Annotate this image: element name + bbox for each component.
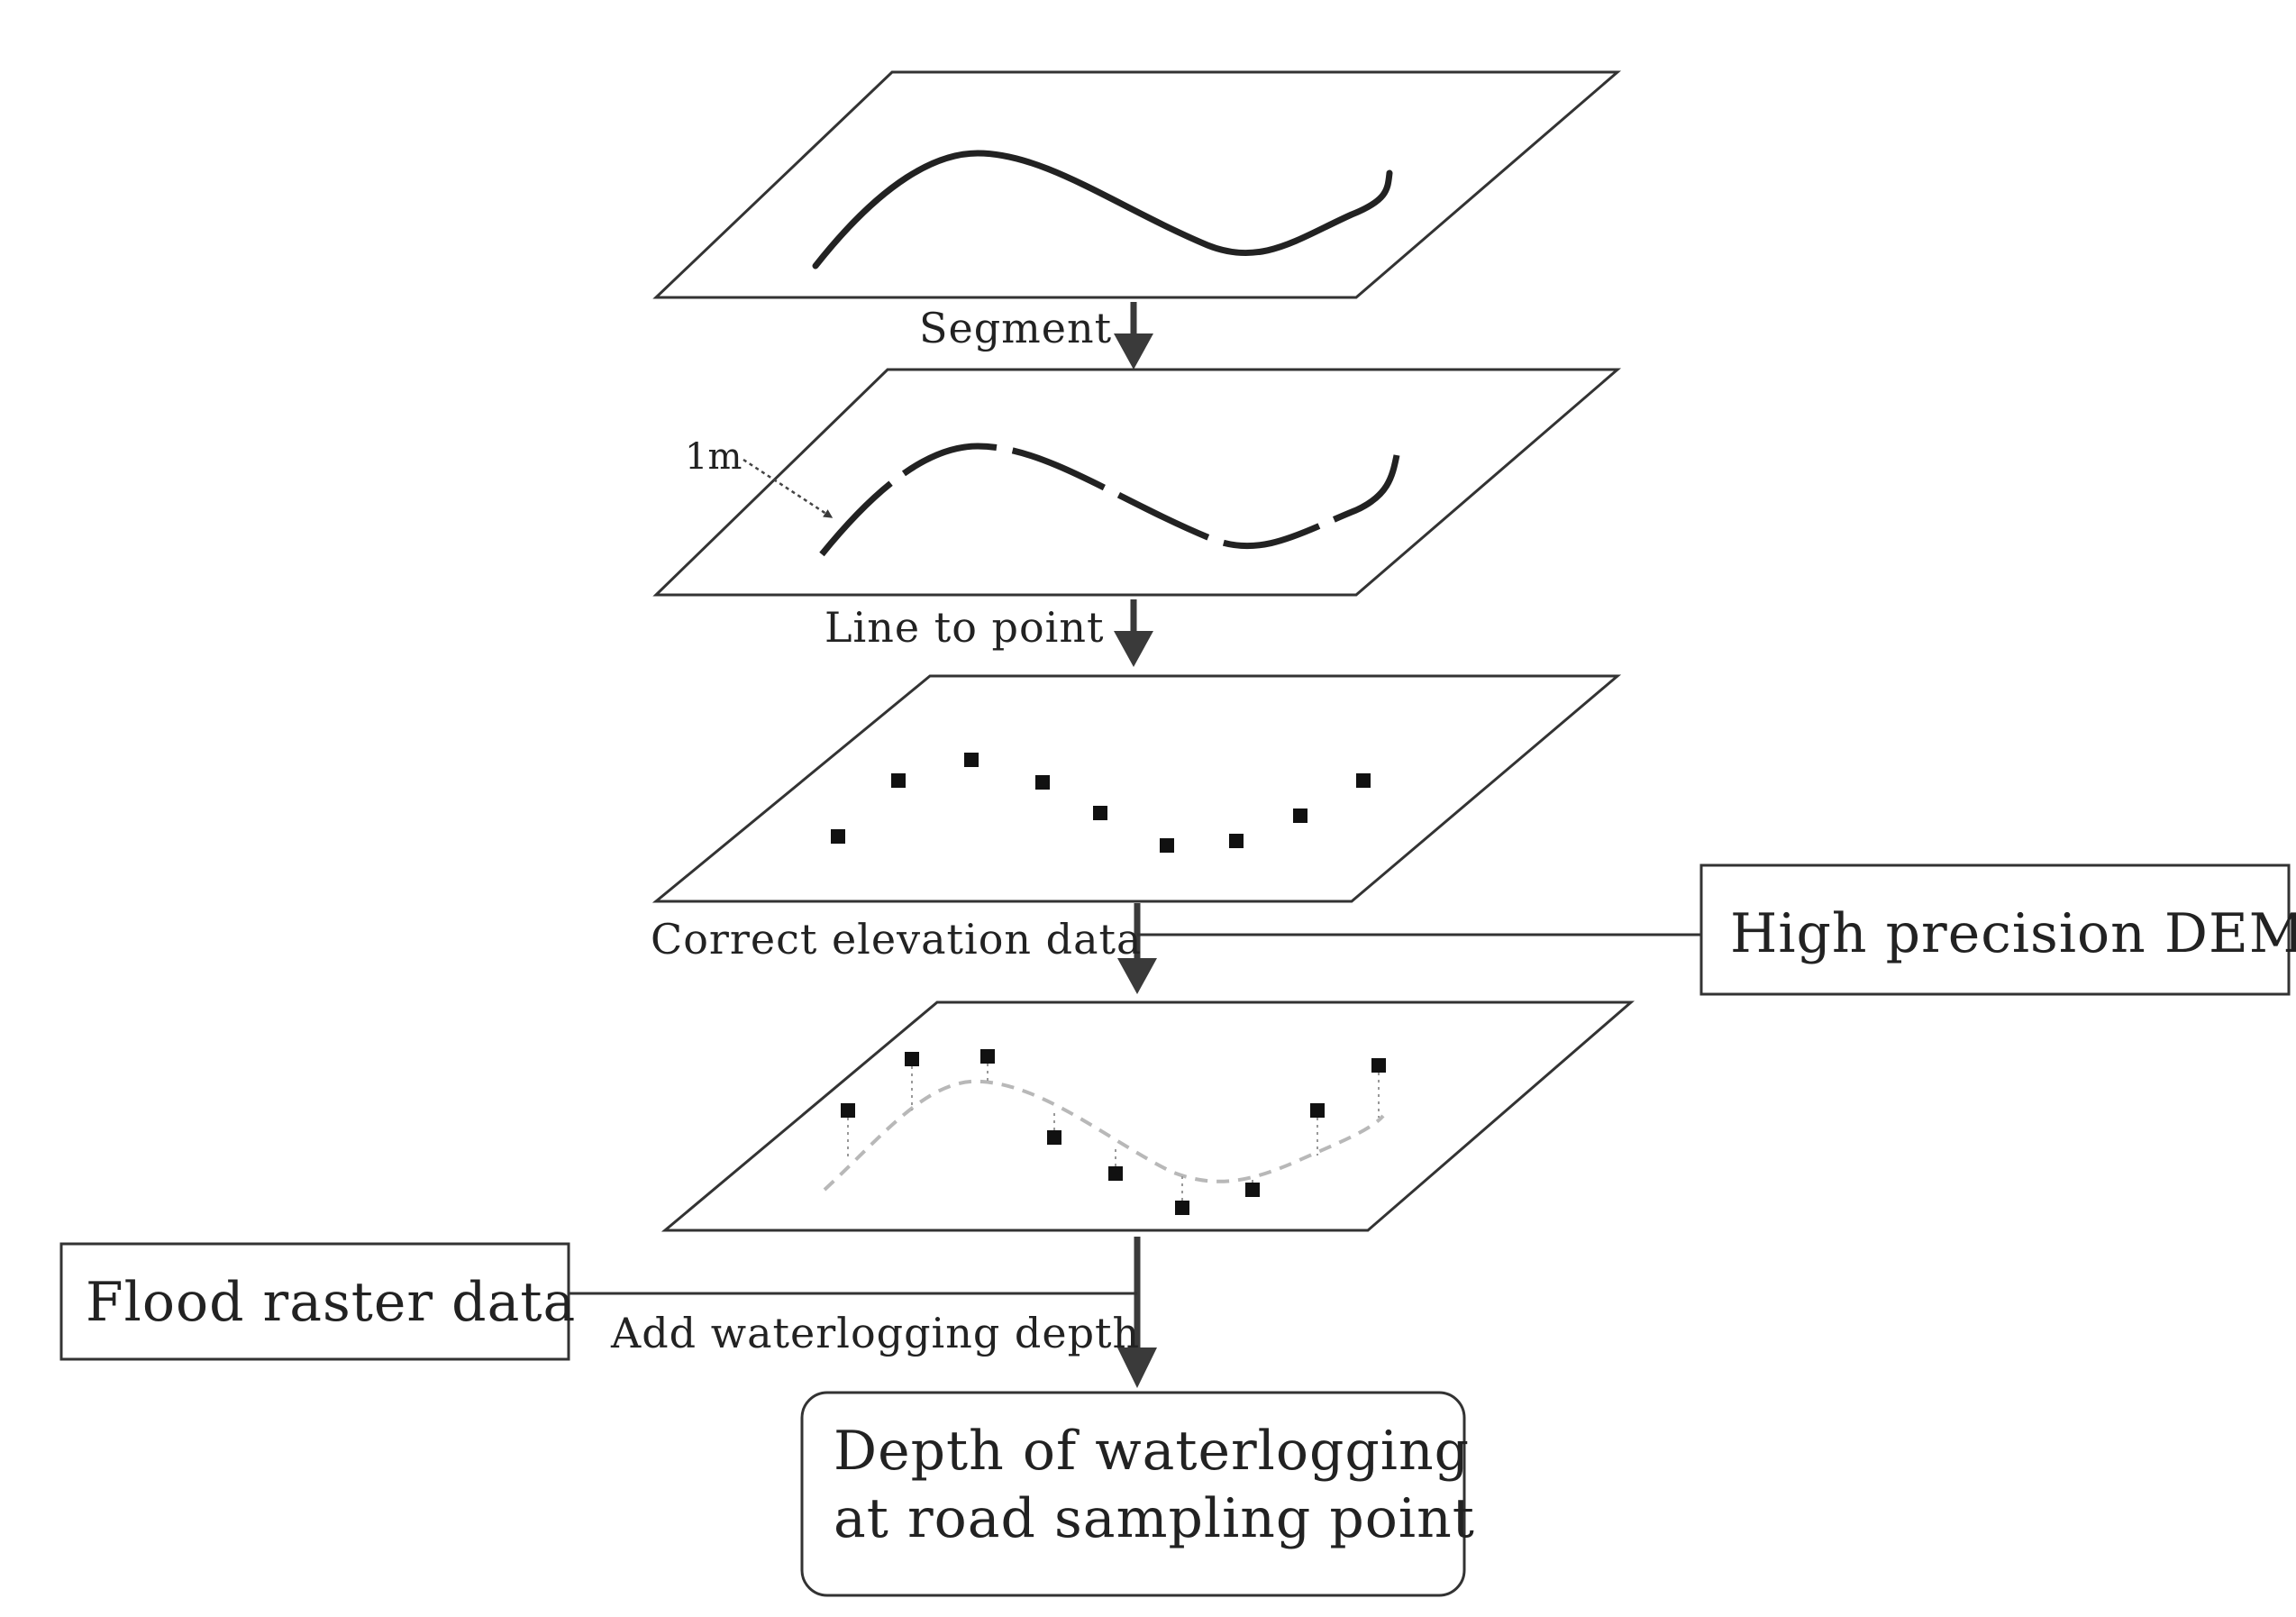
corrected-point: [1175, 1201, 1189, 1215]
flood-box-label: Flood raster data: [86, 1271, 576, 1334]
arrow-correct-elevation: [1117, 903, 1701, 994]
step-label-correct-elevation: Correct elevation data: [651, 915, 1142, 964]
sampling-point: [1035, 775, 1050, 790]
layer-road-line: [652, 70, 1622, 299]
sampling-point: [964, 753, 979, 767]
arrow-segment: [1114, 302, 1153, 370]
corrected-point: [1108, 1166, 1123, 1181]
output-box: Depth of waterlogging at road sampling p…: [800, 1391, 1475, 1597]
corrected-point: [1371, 1058, 1386, 1073]
segmented-road-line: [819, 443, 1400, 557]
step-label-line-to-point: Line to point: [825, 603, 1105, 652]
step-label-segment: Segment: [919, 304, 1112, 352]
sampling-point: [1293, 808, 1307, 823]
layer-sampling-points: [651, 674, 1622, 903]
segment-length-label: 1m: [685, 436, 742, 478]
segment-length-pointer: [743, 458, 834, 518]
output-line-2: at road sampling point: [834, 1487, 1475, 1550]
dem-box: High precision DEM: [1699, 863, 2296, 996]
output-line-1: Depth of waterlogging: [834, 1420, 1470, 1483]
plane-2: [652, 368, 1622, 597]
sampling-point: [831, 829, 845, 844]
road-line: [812, 150, 1393, 270]
step-label-add-depth: Add waterlogging depth: [610, 1309, 1140, 1357]
corrected-points: [841, 1049, 1386, 1215]
plane-3: [651, 674, 1622, 903]
sampling-point: [891, 773, 906, 788]
flood-box: Flood raster data: [59, 1242, 576, 1361]
sampling-point: [1093, 806, 1107, 820]
corrected-point: [1047, 1130, 1061, 1145]
corrected-point: [841, 1103, 855, 1118]
plane-4: [661, 1000, 1635, 1232]
reference-road-curve: [823, 1079, 1385, 1192]
corrected-point: [980, 1049, 995, 1064]
sampling-point: [1229, 834, 1244, 848]
arrow-add-depth: [568, 1237, 1157, 1388]
corrected-point: [1310, 1103, 1325, 1118]
corrected-point: [905, 1052, 919, 1066]
layer-corrected-points: [661, 1000, 1635, 1232]
sampling-point: [1356, 773, 1371, 788]
arrow-line-to-point: [1114, 599, 1153, 667]
dem-box-label: High precision DEM: [1730, 902, 2296, 965]
plane-1: [652, 70, 1622, 299]
sampling-point: [1160, 838, 1174, 853]
sampling-points: [831, 753, 1371, 853]
corrected-point: [1245, 1183, 1260, 1197]
layer-segmented-line: 1m: [652, 368, 1622, 597]
